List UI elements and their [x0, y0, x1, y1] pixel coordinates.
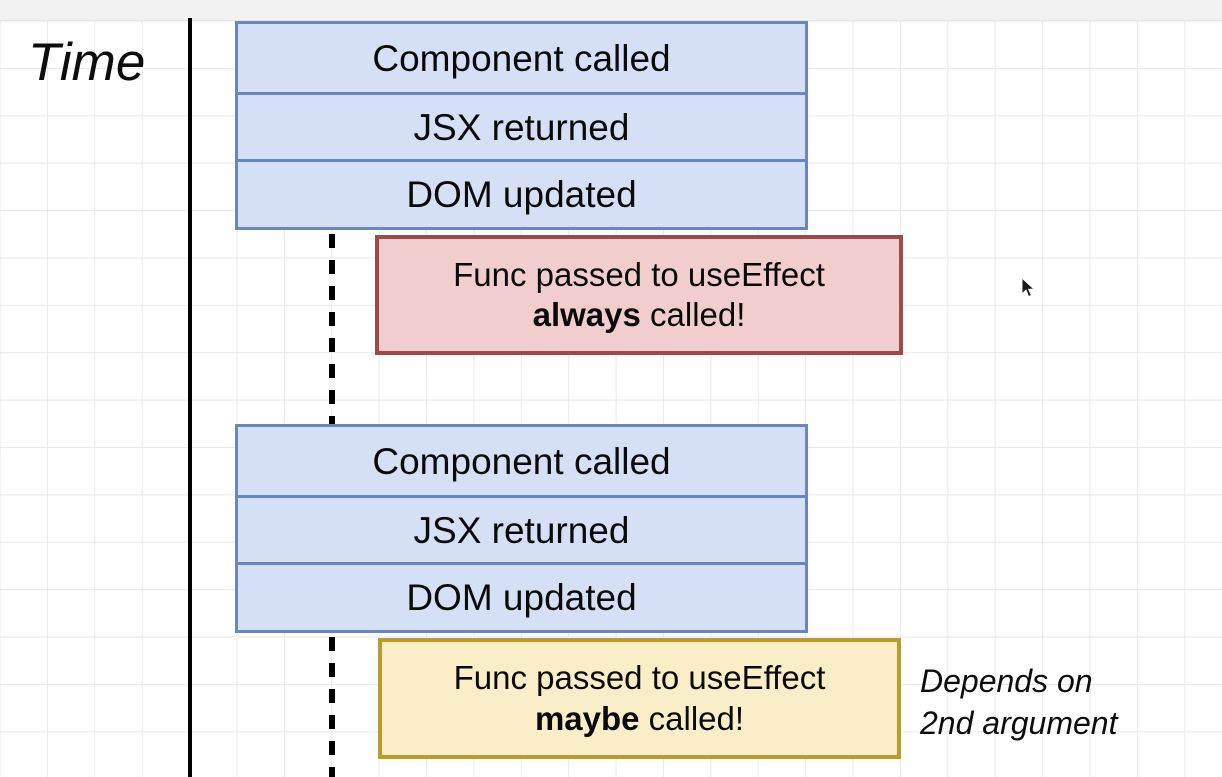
callout-line-1: Func passed to useEffect: [453, 659, 826, 697]
maybe-called-callout: Func passed to useEffect maybe called!: [378, 638, 901, 759]
depends-on-annotation: Depends on 2nd argument: [920, 660, 1117, 744]
subsequent-render-stack: Component called JSX returned DOM update…: [235, 424, 808, 633]
callout-emphasis: always: [532, 296, 641, 333]
step-label: Component called: [372, 440, 671, 482]
callout-tail: called!: [639, 699, 745, 737]
step-component-called: Component called: [235, 21, 808, 95]
annotation-line-1: Depends on: [920, 663, 1093, 699]
dashed-connector-first: [329, 234, 335, 430]
callout-line-1: Func passed to useEffect: [453, 255, 825, 293]
step-jsx-returned: JSX returned: [235, 92, 808, 162]
callout-line-2: maybe called!: [535, 699, 744, 739]
dashed-connector-second: [329, 637, 335, 777]
first-render-stack: Component called JSX returned DOM update…: [235, 21, 808, 230]
step-dom-updated: DOM updated: [235, 159, 808, 230]
step-label: DOM updated: [406, 174, 637, 215]
step-component-called: Component called: [235, 424, 808, 498]
step-label: JSX returned: [413, 106, 630, 148]
callout-line-2: always called!: [533, 295, 746, 335]
annotation-line-2: 2nd argument: [920, 705, 1118, 742]
time-axis-line: [188, 18, 192, 777]
step-label: DOM updated: [406, 577, 637, 618]
time-axis-label: Time: [28, 33, 146, 92]
step-jsx-returned: JSX returned: [235, 495, 808, 565]
callout-emphasis: maybe: [534, 699, 640, 737]
callout-tail: called!: [640, 296, 746, 333]
step-label: Component called: [372, 37, 671, 79]
step-label: JSX returned: [413, 509, 630, 551]
top-band: [0, 0, 1222, 21]
step-dom-updated: DOM updated: [235, 562, 808, 633]
always-called-callout: Func passed to useEffect always called!: [375, 235, 903, 355]
